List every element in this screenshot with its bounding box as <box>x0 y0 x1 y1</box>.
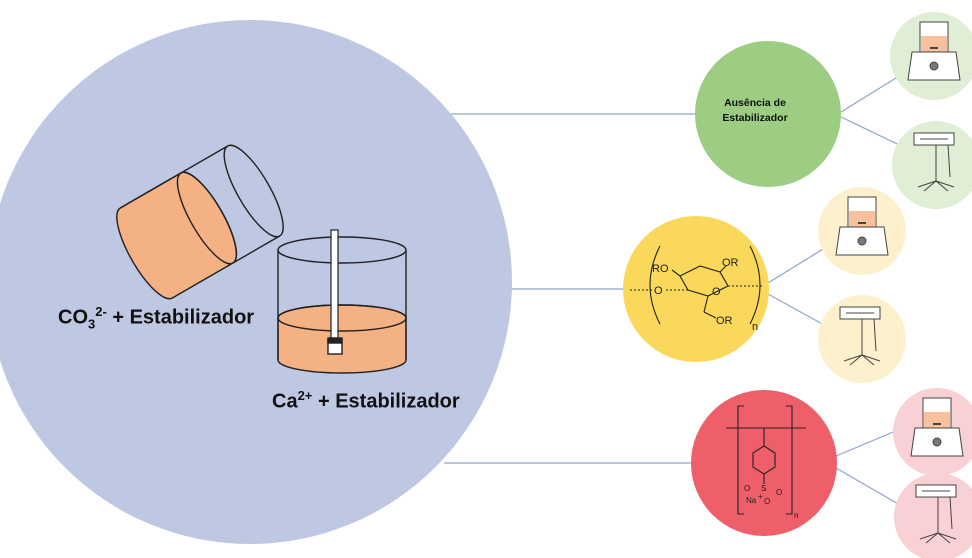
bond-or-bottom <box>703 311 717 319</box>
pss-label-s: S <box>761 484 766 493</box>
container-wall-top <box>119 145 229 209</box>
method-none-mechanical-stirrer <box>892 121 972 209</box>
support-rod <box>947 144 951 178</box>
pss-label-o-left: O <box>744 484 750 493</box>
mechanical-stirrer-icon <box>913 132 955 192</box>
stabilizer-none-circle <box>695 41 841 187</box>
calcium-stabilizer-label: Ca2+ + Estabilizador <box>272 388 460 414</box>
impeller-blades <box>843 354 881 366</box>
carbonate-formula-base: CO <box>58 306 88 329</box>
stirrer-knob <box>932 437 942 447</box>
cell-label-ro: RO <box>652 263 669 275</box>
bond-ro <box>671 269 681 277</box>
calcium-formula-charge: 2+ <box>297 388 313 403</box>
magnetic-stirrer-icon <box>907 21 961 81</box>
carbonate-container <box>116 144 284 300</box>
pss-left-bracket <box>737 405 744 515</box>
method-icons <box>818 12 972 558</box>
main-reaction-circle <box>0 20 512 544</box>
carbonate-label-rest: + Estabilizador <box>106 306 255 329</box>
connector-pss-mech <box>835 467 901 506</box>
method-none-magnetic-stirrer <box>890 12 972 100</box>
no-stabilizer-line-2: Estabilizador <box>722 112 788 124</box>
carbonate-formula-sub: 3 <box>88 316 96 332</box>
pss-label-o-bottom: O <box>764 497 770 506</box>
beaker-rim <box>277 236 407 264</box>
mechanical-stirrer-icon <box>839 306 881 366</box>
mechanical-stirrer-icon <box>915 484 957 544</box>
pss-right-bracket <box>786 405 793 515</box>
cell-label-or-bottom: OR <box>716 315 733 327</box>
cell-label-o-link: O <box>654 285 663 297</box>
magnetic-stirrer-icon <box>910 397 964 457</box>
stabilizer-cellulose-circle <box>623 216 769 362</box>
impeller-blades <box>917 180 955 192</box>
stirrer-head-top <box>327 337 343 344</box>
pss-label-na: Na <box>746 496 757 505</box>
method-cellulose-mechanical-stirrer <box>818 295 906 383</box>
connector-cellulose-mech <box>767 293 827 327</box>
left-bracket <box>649 245 661 325</box>
support-rod <box>873 318 877 352</box>
method-pss-mechanical-stirrer <box>894 473 972 558</box>
container-wall-bottom <box>232 235 281 264</box>
bond-or-top <box>719 265 727 273</box>
beaker-liquid <box>924 412 950 428</box>
connector-pss-mag <box>835 429 899 457</box>
stirrer-knob <box>929 61 939 71</box>
connector-cellulose-mag <box>767 245 829 284</box>
stirrer-knob <box>857 236 867 246</box>
method-pss-magnetic-stirrer <box>893 388 972 476</box>
pss-label-o-right: O <box>776 488 782 497</box>
support-rod <box>949 496 953 530</box>
connector-lines <box>444 77 915 506</box>
right-bracket <box>749 245 761 325</box>
pss-structure <box>726 405 806 515</box>
carbonate-formula-charge: 2- <box>95 304 107 319</box>
magnetic-stirrer-icon <box>835 196 889 256</box>
beaker-liquid <box>921 36 947 52</box>
cellulose-structure <box>630 245 762 325</box>
pss-label-plus: + <box>758 492 763 501</box>
cell-label-or-top: OR <box>722 257 739 269</box>
carbonate-stabilizer-label: CO32- + Estabilizador <box>58 304 254 332</box>
calcium-beaker <box>277 229 407 374</box>
beaker-liquid <box>849 211 875 227</box>
calcium-formula-base: Ca <box>272 390 298 413</box>
cell-label-n: n <box>752 321 758 333</box>
method-cellulose-magnetic-stirrer <box>818 187 906 275</box>
stirring-rod <box>330 229 339 349</box>
no-stabilizer-line-1: Ausência de <box>724 97 786 109</box>
calcium-label-rest: + Estabilizador <box>312 390 460 413</box>
stabilizer-pss-circle <box>691 390 837 536</box>
pss-label-n: n <box>794 511 798 520</box>
no-stabilizer-label: Ausência de Estabilizador <box>700 96 810 126</box>
container-opening <box>223 144 284 238</box>
impeller-blades <box>919 532 957 544</box>
bond-ch2 <box>703 295 709 313</box>
cell-label-o-ring: O <box>712 286 721 298</box>
connector-none-mag <box>840 77 897 113</box>
